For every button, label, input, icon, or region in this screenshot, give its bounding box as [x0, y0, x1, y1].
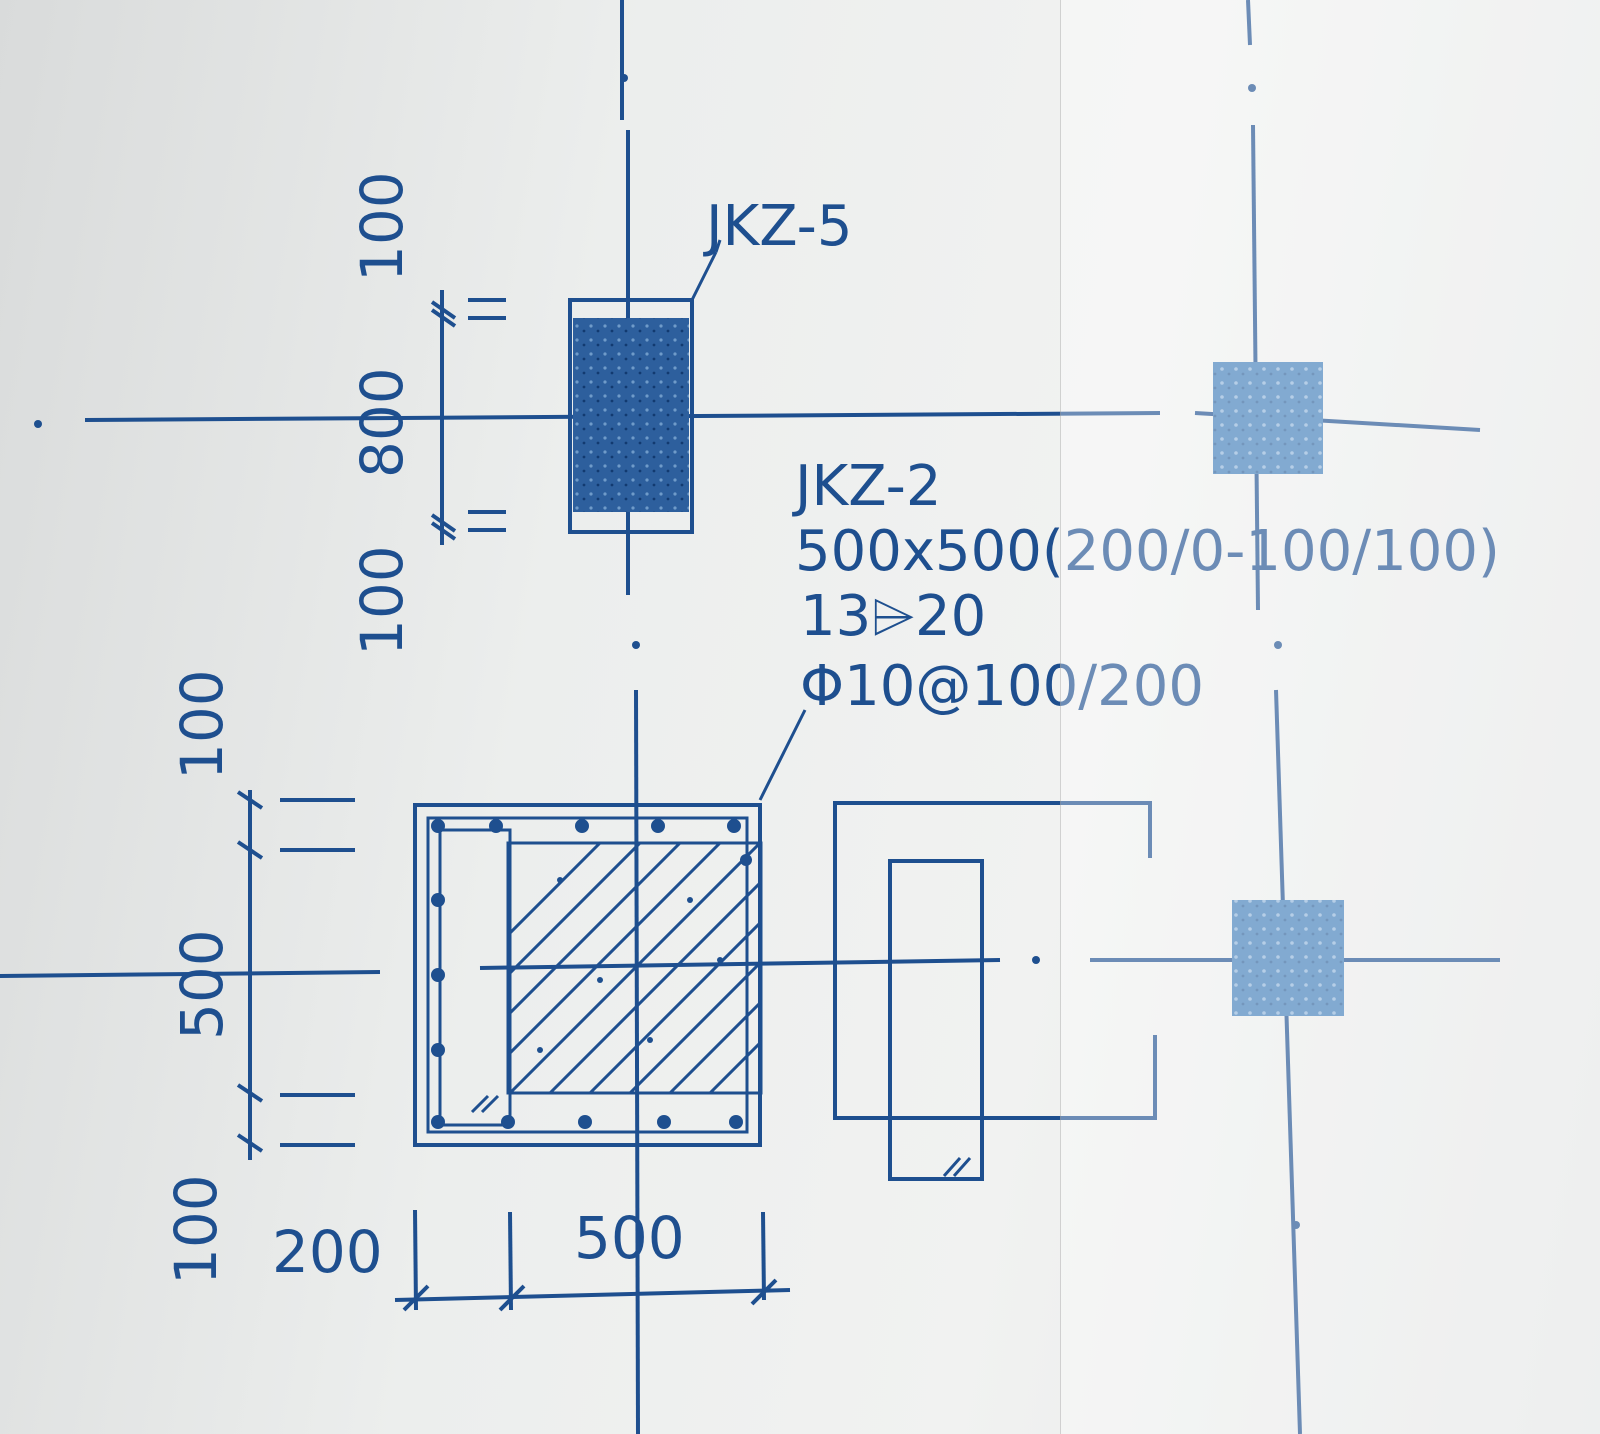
dim-top-100-bottom: 100	[348, 545, 416, 656]
dimension-chain-bottom: 200 500	[272, 1204, 791, 1312]
inner-stirrup	[438, 828, 512, 1127]
column-tag-jkz5: JKZ-5	[703, 194, 852, 259]
dim-bottom-500: 500	[574, 1204, 685, 1272]
dimension-chain-top: 100 800 100	[348, 171, 506, 656]
grid-axis-line	[1251, 124, 1260, 611]
core-hatch	[508, 843, 761, 1093]
detail-section-right	[833, 801, 1157, 1181]
dim-top-800: 800	[348, 367, 416, 478]
main-rebar-spec: 13⌲20	[800, 584, 986, 649]
column-outline	[568, 298, 694, 534]
column-jkz2-section	[413, 803, 763, 1147]
grid-axis-line	[634, 689, 640, 1434]
core-outline	[506, 841, 763, 1095]
column-tag-jkz2: JKZ-2	[792, 454, 941, 519]
inner-rect	[888, 859, 984, 1181]
column-fill	[1232, 900, 1344, 1016]
grid-axis-line	[1246, 0, 1252, 46]
grid-axis-line	[479, 958, 1001, 970]
stirrup-spec: Φ10@100/200	[800, 654, 1204, 719]
dim-top-100: 100	[348, 171, 416, 282]
column-jkz2-notes: JKZ-2 500x500(200/0-100/100) 13⌲20 Φ10@1…	[758, 454, 1500, 801]
dimension-chain-left: 100 500 100	[162, 669, 355, 1285]
dim-left-100: 100	[168, 669, 236, 780]
column-jkz5: JKZ-5	[568, 194, 852, 534]
grid-axis-line	[1194, 411, 1481, 432]
column-fill	[573, 318, 689, 512]
dim-left-100-bottom: 100	[162, 1174, 230, 1285]
column-section: 500x500(200/0-100/100)	[795, 519, 1500, 584]
dim-bottom-200: 200	[272, 1218, 383, 1286]
grid-axis-line	[0, 970, 381, 978]
grid-axis-line	[1274, 689, 1302, 1434]
rebar-dots	[431, 819, 752, 1129]
column-fill	[1213, 362, 1323, 474]
dim-left-500: 500	[168, 929, 236, 1040]
